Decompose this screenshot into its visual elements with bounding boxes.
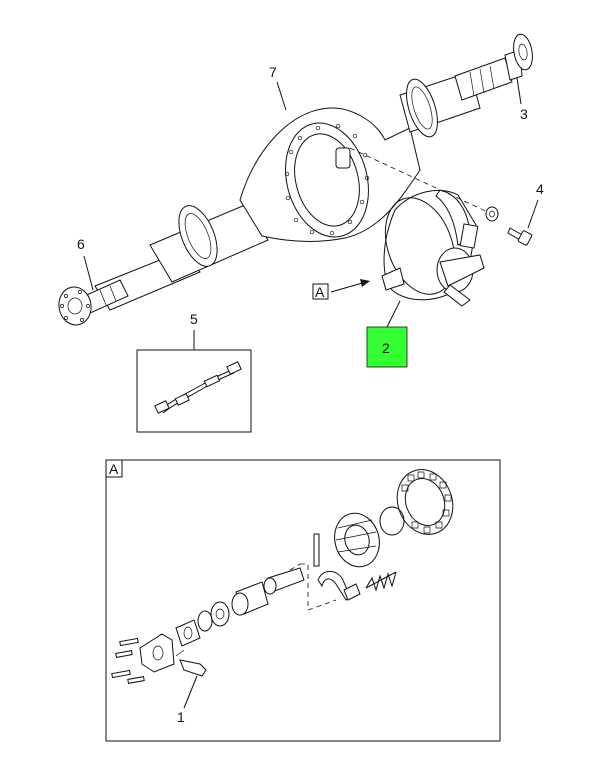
left-hub-flange-drawing[interactable] xyxy=(56,279,129,327)
callout-6-label: 6 xyxy=(77,236,85,252)
callout-4[interactable]: 4 xyxy=(527,181,544,229)
callout-2-highlight-box xyxy=(366,326,408,368)
assembly-line xyxy=(349,147,493,215)
callout-1[interactable]: 1 xyxy=(177,675,198,725)
detail-exploded-parts[interactable] xyxy=(111,462,462,684)
bolt-washer-drawing[interactable] xyxy=(485,206,533,246)
wiring-harness-box[interactable] xyxy=(136,349,252,433)
callout-7-label: 7 xyxy=(269,64,277,80)
callout-3-label: 3 xyxy=(520,106,528,122)
callout-5[interactable]: 5 xyxy=(190,311,198,350)
callout-5-label: 5 xyxy=(190,311,198,327)
view-a-marker-label: A xyxy=(315,284,325,300)
view-a-marker[interactable]: A xyxy=(312,279,370,300)
detail-view-a-label: A xyxy=(109,461,119,477)
differential-carrier-drawing[interactable] xyxy=(373,188,485,307)
callout-7[interactable]: 7 xyxy=(269,64,287,111)
callout-2-highlighted[interactable]: 2 xyxy=(366,300,408,368)
axle-housing-drawing[interactable] xyxy=(94,33,535,311)
callout-1-label: 1 xyxy=(177,709,185,725)
callout-2-label: 2 xyxy=(382,340,390,356)
callout-6[interactable]: 6 xyxy=(77,236,94,291)
callout-4-label: 4 xyxy=(536,181,544,197)
callout-3[interactable]: 3 xyxy=(516,77,528,122)
